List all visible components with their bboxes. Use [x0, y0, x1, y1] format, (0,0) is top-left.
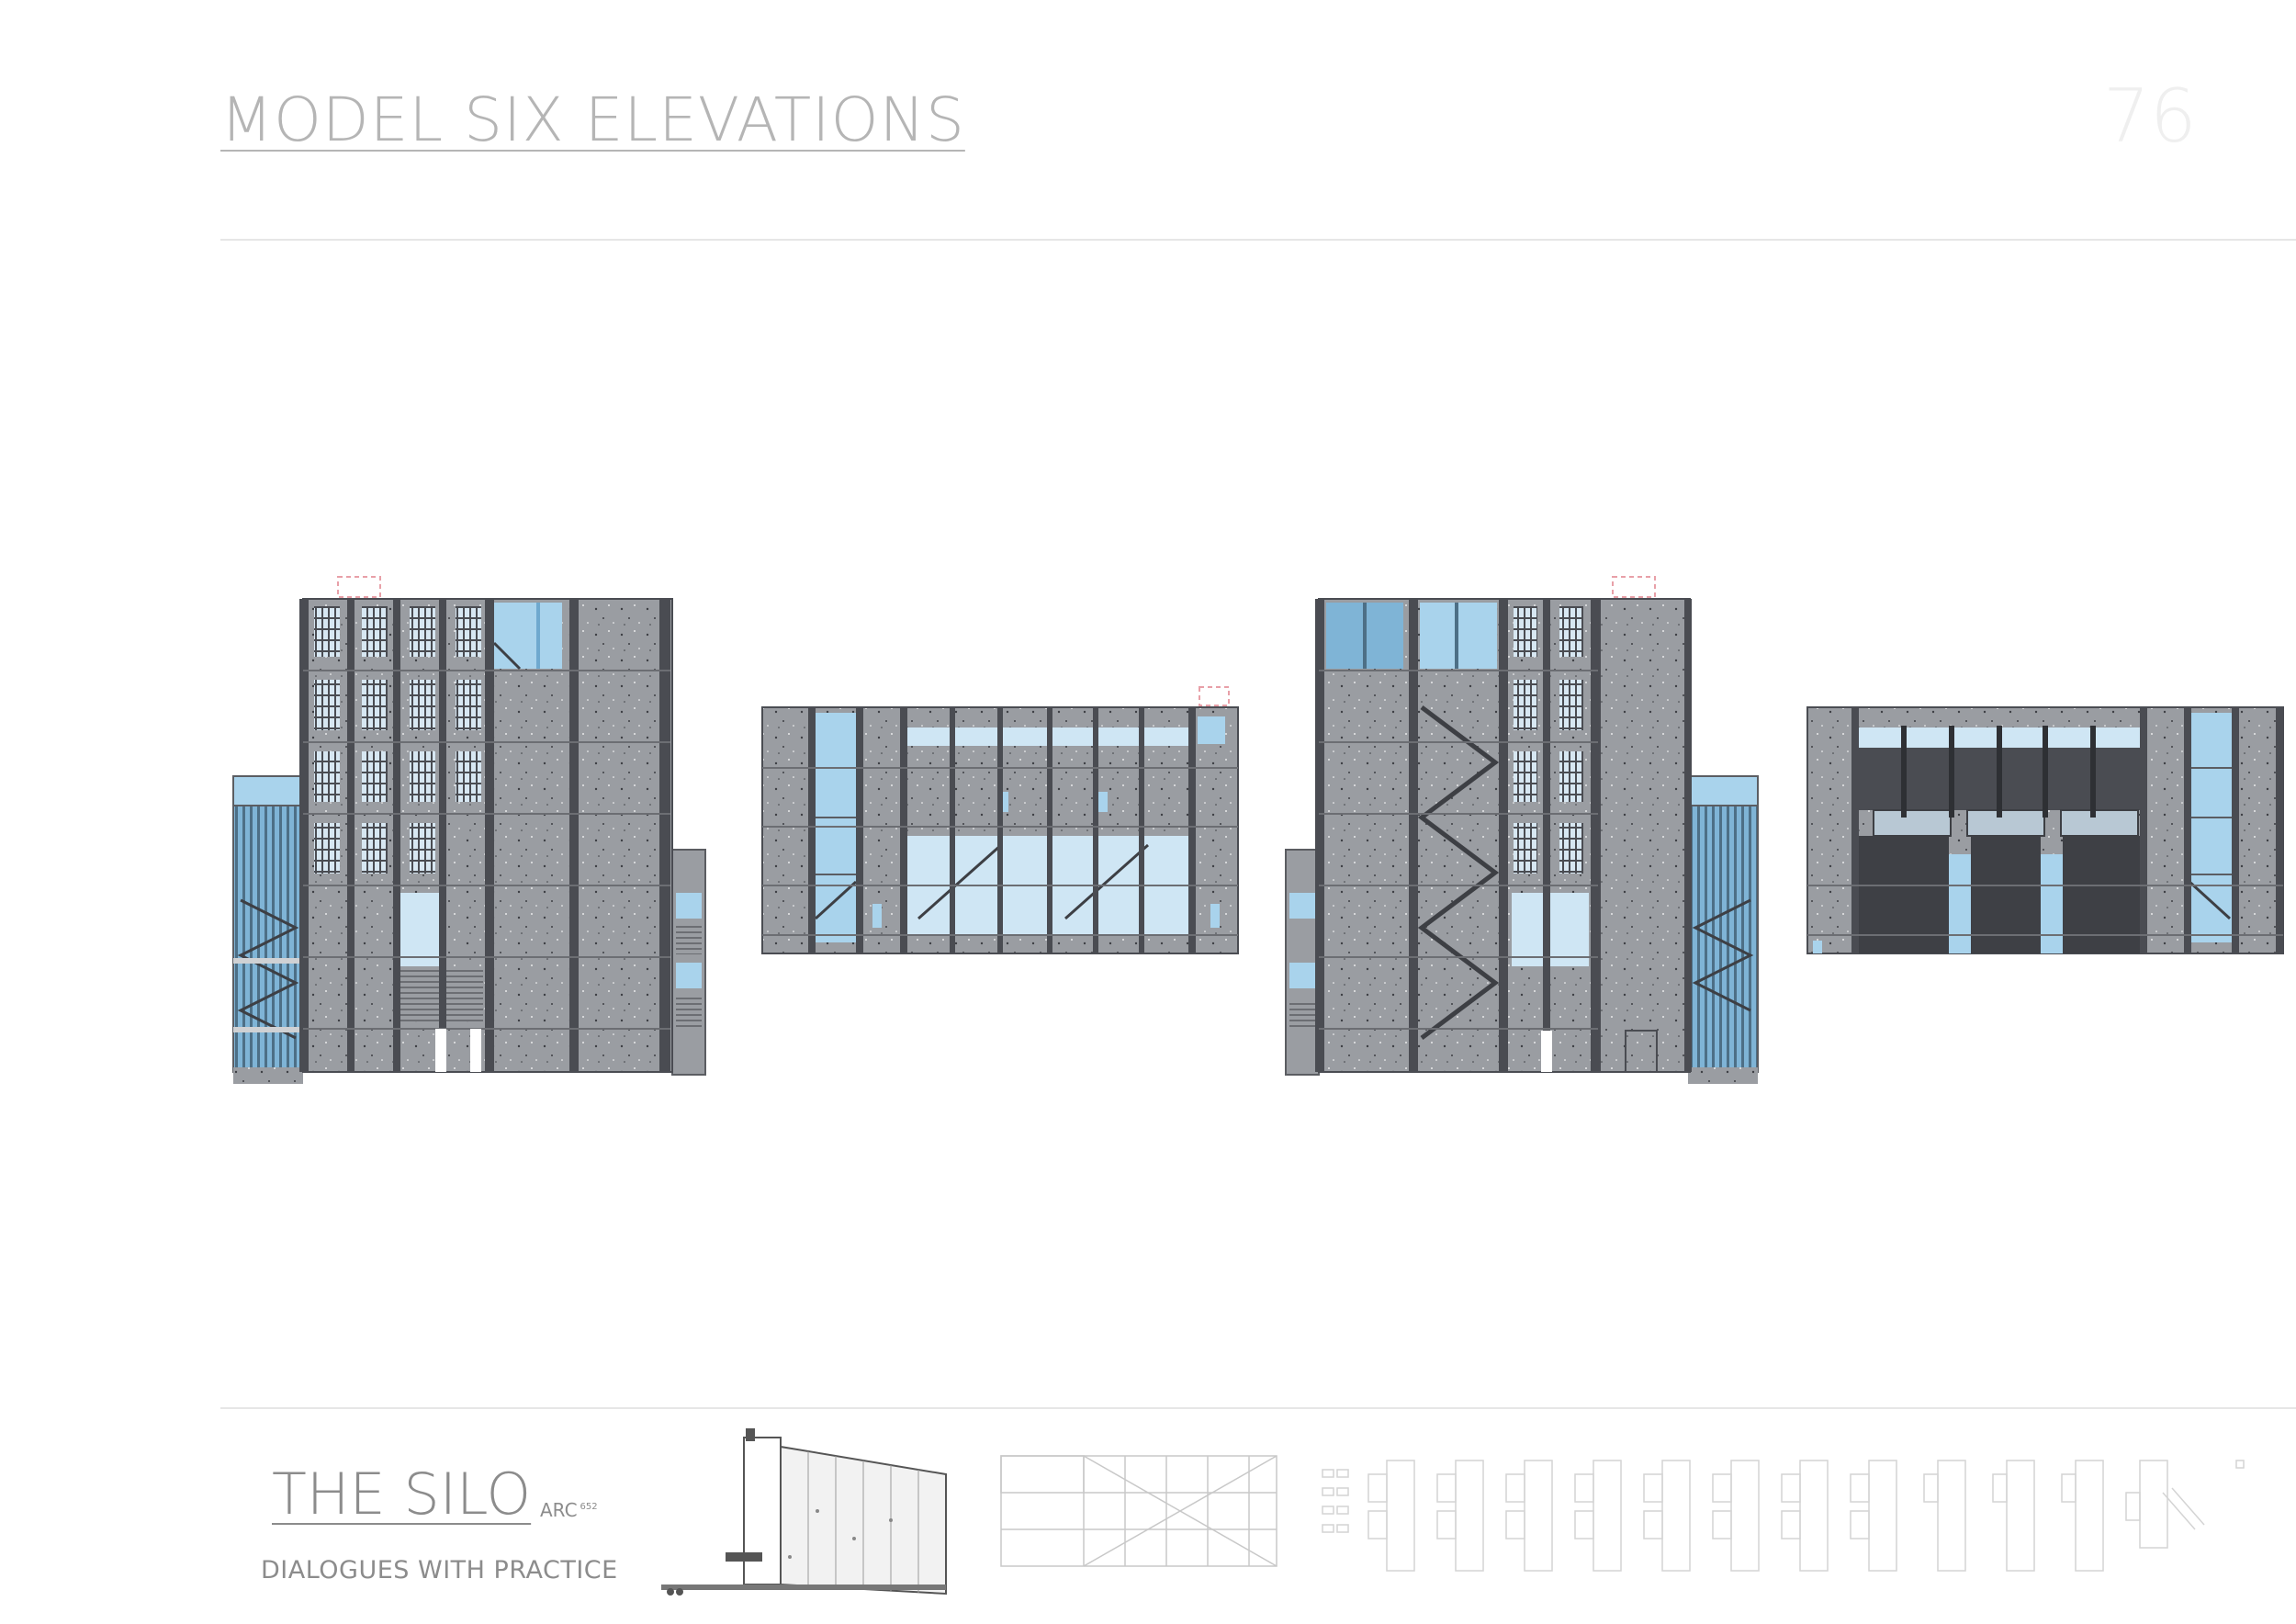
project-subtitle: DIALOGUES WITH PRACTICE: [261, 1556, 618, 1585]
page-number: 76: [2103, 73, 2197, 159]
floor-plan-thumbnails: [1322, 1460, 2245, 1572]
elevation-4: [1806, 706, 2284, 954]
header-divider: [220, 239, 2296, 241]
elevation-drawings: [232, 576, 2284, 1084]
course-code-label: ARC: [540, 1499, 578, 1521]
course-number: 652: [580, 1502, 598, 1513]
page-title: MODEL SIX ELEVATIONS: [220, 85, 965, 155]
plan-grid: [1000, 1455, 1277, 1567]
elevation-2: [761, 686, 1239, 954]
footer-divider: [220, 1407, 2296, 1409]
silo-sketch: [661, 1428, 947, 1596]
elevation-3: [1285, 576, 1759, 1084]
project-title: THE SILO: [272, 1460, 532, 1528]
elevation-1: [232, 576, 706, 1084]
footer-drawings: [661, 1428, 2245, 1596]
